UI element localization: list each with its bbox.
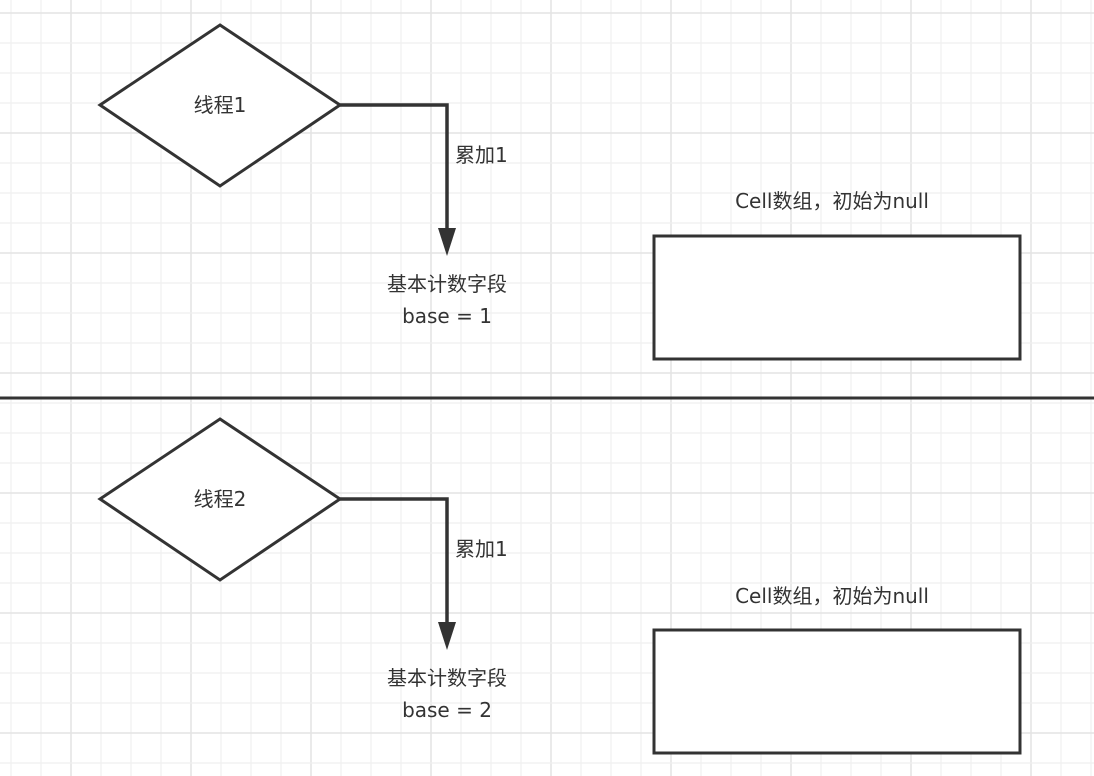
thread-1-connector[interactable]	[340, 103, 449, 232]
thread-2-connector[interactable]	[340, 497, 449, 626]
thread-2-base-value: base = 2	[402, 698, 492, 722]
thread-2-base-title: 基本计数字段	[387, 666, 507, 690]
thread-2-arrowhead-icon	[438, 622, 456, 650]
panel-thread-1: 线程1 累加1 基本计数字段 base = 1 Cell数组，初始为null	[97, 23, 1022, 361]
thread-1-arrowhead-icon	[438, 228, 456, 256]
thread-1-base-value: base = 1	[402, 304, 492, 328]
thread-1-cell-title: Cell数组，初始为null	[735, 189, 929, 213]
thread-1-label: 线程1	[194, 93, 247, 117]
panel-thread-2: 线程2 累加1 基本计数字段 base = 2 Cell数组，初始为null	[97, 417, 1022, 755]
thread-2-edge-label: 累加1	[455, 537, 508, 561]
thread-2-label: 线程2	[194, 487, 247, 511]
thread-2-cell-array-box[interactable]	[652, 628, 1022, 755]
thread-2-cell-title: Cell数组，初始为null	[735, 584, 929, 608]
thread-1-diamond[interactable]	[97, 23, 343, 188]
thread-1-cell-array-box[interactable]	[652, 234, 1022, 361]
thread-1-edge-label: 累加1	[455, 143, 508, 167]
thread-2-diamond[interactable]	[97, 417, 343, 582]
thread-1-base-title: 基本计数字段	[387, 272, 507, 296]
